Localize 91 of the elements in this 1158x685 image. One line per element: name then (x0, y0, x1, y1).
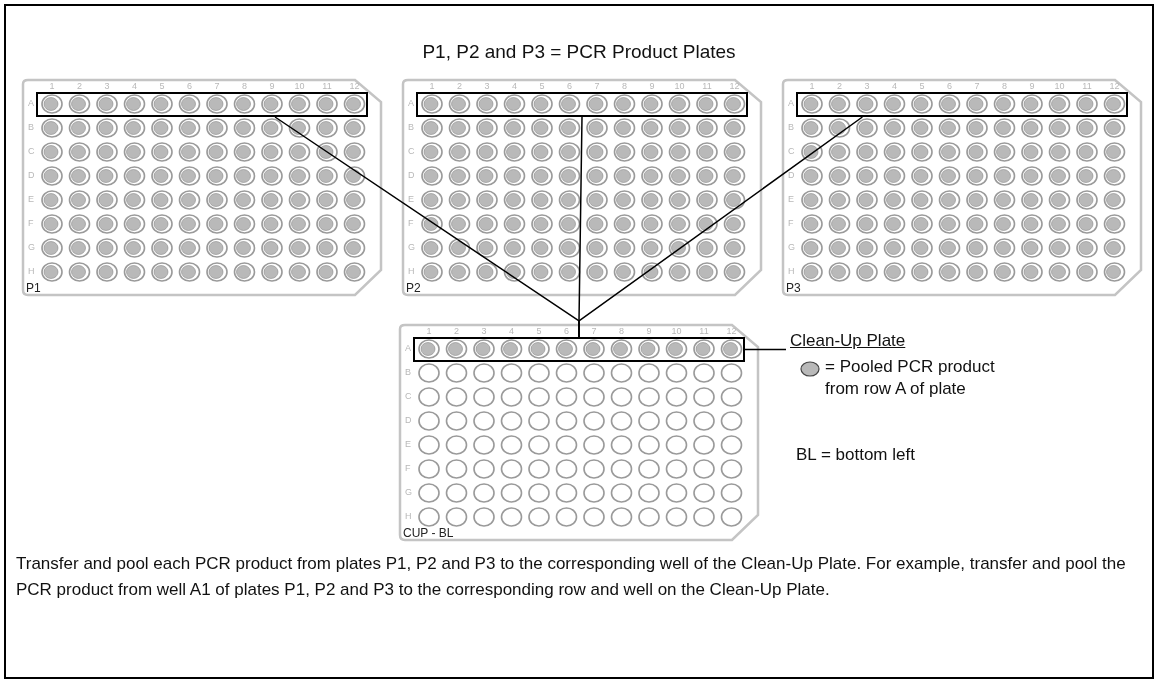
row-letter: C (788, 147, 795, 156)
diagram-title: P1, P2 and P3 = PCR Product Plates (421, 40, 737, 64)
column-number: 6 (566, 82, 573, 91)
row-letter: F (405, 464, 411, 473)
column-number: 11 (1081, 82, 1093, 91)
row-letter: C (405, 392, 412, 401)
column-number: 12 (348, 82, 361, 91)
column-number: 10 (673, 82, 686, 91)
column-number: 12 (728, 82, 741, 91)
column-number: 7 (973, 82, 981, 91)
row-letter: C (28, 147, 35, 156)
column-number: 2 (836, 82, 843, 91)
row-highlight-box (36, 92, 368, 117)
row-letter: G (408, 243, 415, 252)
column-number: 9 (648, 82, 656, 91)
legend-text: = Pooled PCR product from row A of plate (825, 356, 996, 400)
row-letter: B (28, 123, 34, 132)
column-number: 10 (1053, 82, 1066, 91)
row-letter: E (408, 195, 414, 204)
column-number: 5 (535, 327, 543, 336)
row-letter: F (788, 219, 794, 228)
row-letter: F (28, 219, 34, 228)
column-number: 5 (918, 82, 926, 91)
column-number: 6 (186, 82, 193, 91)
note-text: BL = bottom left (796, 444, 915, 466)
column-number: 11 (701, 82, 713, 91)
column-number: 10 (670, 327, 683, 336)
row-letter: E (405, 440, 411, 449)
column-number: 2 (456, 82, 463, 91)
column-number: 3 (103, 82, 111, 91)
column-number: 3 (480, 327, 488, 336)
row-letter: C (408, 147, 415, 156)
row-letter: H (788, 267, 795, 276)
row-letter: H (28, 267, 35, 276)
instruction-paragraph: Transfer and pool each PCR product from plates P1, P2 and P3 to the corresponding well of the Clean-Up Plate. For example, transfer and pool the PCR product from well A1 of plates P1, P2 and P3 to the corresponding row and well on the Clean-Up Plate. (16, 553, 1126, 601)
column-number: 1 (808, 82, 816, 91)
column-number: 7 (590, 327, 598, 336)
column-number: 8 (241, 82, 248, 91)
column-number: 4 (131, 82, 138, 91)
plate-label: P3 (786, 282, 801, 294)
column-number: 11 (698, 327, 710, 336)
plate-label: CUP - BL (403, 527, 454, 539)
row-letter: G (788, 243, 795, 252)
column-number: 9 (268, 82, 276, 91)
row-letter: G (28, 243, 35, 252)
column-number: 1 (425, 327, 433, 336)
column-number: 1 (428, 82, 436, 91)
column-number: 2 (453, 327, 460, 336)
column-number: 3 (483, 82, 491, 91)
row-letter: E (28, 195, 34, 204)
column-number: 10 (293, 82, 306, 91)
column-number: 4 (891, 82, 898, 91)
column-number: 8 (621, 82, 628, 91)
column-number: 5 (538, 82, 546, 91)
column-number: 11 (321, 82, 333, 91)
column-number: 8 (1001, 82, 1008, 91)
column-number: 12 (725, 327, 738, 336)
leader-line (744, 348, 787, 351)
row-letter: E (788, 195, 794, 204)
column-number: 5 (158, 82, 166, 91)
row-letter: F (408, 219, 414, 228)
plate-label: P2 (406, 282, 421, 294)
row-letter: D (405, 416, 412, 425)
row-letter: H (405, 512, 412, 521)
column-number: 7 (593, 82, 601, 91)
column-number: 9 (645, 327, 653, 336)
plate-label: P1 (26, 282, 41, 294)
row-letter: D (788, 171, 795, 180)
column-number: 4 (511, 82, 518, 91)
row-letter: H (408, 267, 415, 276)
row-letter: D (28, 171, 35, 180)
row-highlight-box (413, 337, 745, 362)
column-number: 1 (48, 82, 56, 91)
row-highlight-box (796, 92, 1128, 117)
column-number: 12 (1108, 82, 1121, 91)
column-number: 2 (76, 82, 83, 91)
column-number: 9 (1028, 82, 1036, 91)
row-highlight-box (416, 92, 748, 117)
row-letter: B (405, 368, 411, 377)
row-letter: D (408, 171, 415, 180)
row-letter: G (405, 488, 412, 497)
row-letter: B (408, 123, 414, 132)
column-number: 3 (863, 82, 871, 91)
column-number: 4 (508, 327, 515, 336)
plate-name: Clean-Up Plate (790, 331, 906, 350)
column-number: 6 (946, 82, 953, 91)
column-number: 7 (213, 82, 221, 91)
column-number: 8 (618, 327, 625, 336)
connector-line (578, 116, 864, 338)
row-letter: B (788, 123, 794, 132)
column-number: 6 (563, 327, 570, 336)
